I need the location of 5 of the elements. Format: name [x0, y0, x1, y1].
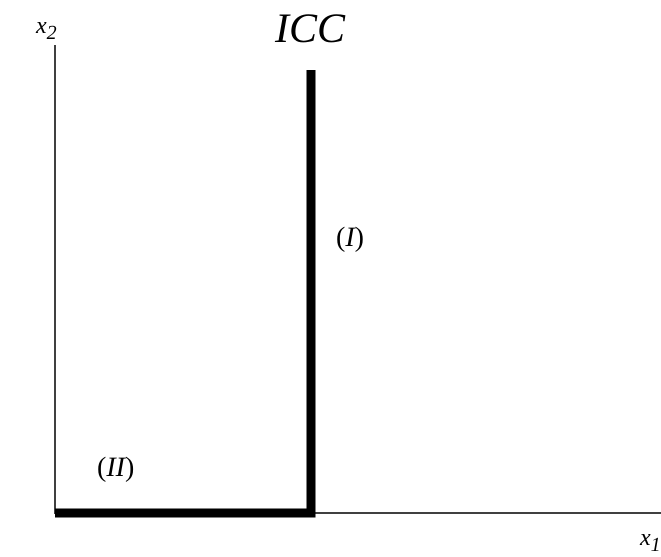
- curve-label: ICC: [275, 8, 346, 50]
- axis-label: x$_{2}$: [36, 14, 57, 43]
- axis-label: x$_{1}$: [640, 526, 661, 555]
- segment-label: (I): [336, 224, 364, 252]
- segment-label: (II): [97, 454, 134, 482]
